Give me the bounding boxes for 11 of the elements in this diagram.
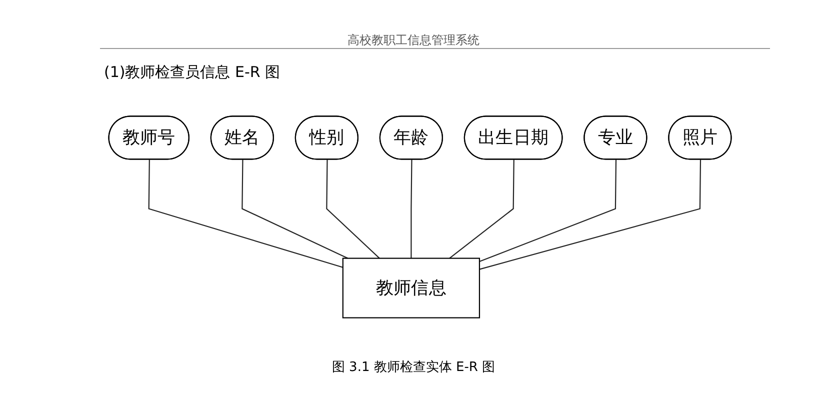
page-header: 高校教职工信息管理系统 (346, 32, 480, 49)
connector (479, 160, 617, 262)
connector (242, 160, 348, 259)
node-box: 教师信息 (342, 258, 480, 318)
connector (326, 160, 380, 259)
connector (148, 160, 344, 268)
connector (410, 160, 412, 258)
figure-caption: 图 3.1 教师检查实体 E-R 图 (330, 359, 496, 376)
connector (449, 160, 514, 259)
connector (479, 160, 702, 270)
diagram-title: (1)教师检查员信息 E-R 图 (104, 63, 280, 82)
